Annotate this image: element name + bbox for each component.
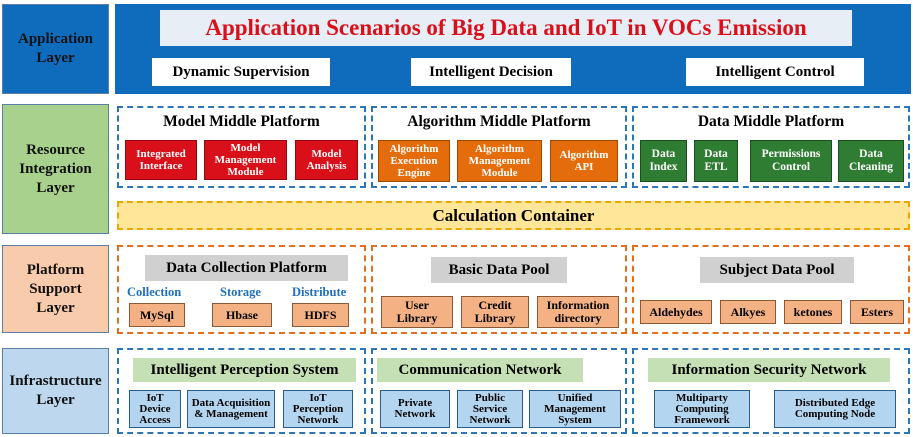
communication-network: Communication Network Private Network Pu… bbox=[371, 348, 627, 434]
intelligent-perception-system: Intelligent Perception System IoT Device… bbox=[117, 348, 366, 434]
data-middle-platform: Data Middle Platform Data Index Data ETL… bbox=[632, 106, 910, 188]
algorithm-platform-title: Algorithm Middle Platform bbox=[407, 113, 591, 130]
application-layer-label: Application Layer bbox=[2, 4, 109, 94]
basic-data-pool: Basic Data Pool User Library Credit Libr… bbox=[371, 245, 627, 334]
credit-library-box: Credit Library bbox=[461, 296, 529, 328]
information-security-network: Information Security Network Multiparty … bbox=[632, 348, 910, 434]
subject-data-pool: Subject Data Pool Aldehydes Alkyes keton… bbox=[632, 245, 910, 334]
app-item-intelligent-control: Intelligent Control bbox=[686, 58, 864, 86]
unified-management-system-box: Unified Management System bbox=[529, 390, 621, 428]
hbase-box: Hbase bbox=[212, 303, 272, 327]
model-platform-title: Model Middle Platform bbox=[163, 113, 320, 130]
iot-device-access-box: IoT Device Access bbox=[129, 390, 181, 428]
basic-data-pool-title: Basic Data Pool bbox=[431, 257, 567, 283]
perception-title: Intelligent Perception System bbox=[133, 358, 356, 382]
application-title-box: Application Scenarios of Big Data and Io… bbox=[160, 10, 852, 46]
model-analysis-box: Model Analysis bbox=[295, 140, 358, 180]
data-platform-title: Data Middle Platform bbox=[697, 113, 845, 130]
data-acquisition-management-box: Data Acquisition & Management bbox=[187, 390, 275, 428]
alkyes-box: Alkyes bbox=[720, 300, 776, 324]
algorithm-api-box: Algorithm API bbox=[550, 140, 618, 182]
application-layer-text: Application Layer bbox=[17, 31, 93, 66]
data-etl-box: Data ETL bbox=[694, 140, 738, 182]
aldehydes-box: Aldehydes bbox=[640, 300, 712, 324]
user-library-box: User Library bbox=[381, 296, 453, 328]
resource-layer-label: Resource Integration Layer bbox=[2, 104, 109, 234]
ketones-box: ketones bbox=[784, 300, 842, 324]
model-middle-platform: Model Middle Platform Integrated Interfa… bbox=[117, 106, 366, 188]
app-item-dynamic-supervision: Dynamic Supervision bbox=[152, 58, 330, 86]
algorithm-execution-engine-box: Algorithm Execution Engine bbox=[378, 140, 450, 182]
data-index-box: Data Index bbox=[640, 140, 687, 182]
algorithm-middle-platform: Algorithm Middle Platform Algorithm Exec… bbox=[371, 106, 627, 188]
application-title: Application Scenarios of Big Data and Io… bbox=[205, 15, 807, 40]
distributed-edge-computing-node-box: Distributed Edge Computing Node bbox=[774, 390, 896, 428]
private-network-box: Private Network bbox=[380, 390, 450, 428]
platform-layer-label: Platform Support Layer bbox=[2, 245, 109, 333]
multiparty-computing-framework-box: Multiparty Computing Framework bbox=[654, 390, 750, 428]
communication-title: Communication Network bbox=[377, 358, 583, 382]
public-service-network-box: Public Service Network bbox=[457, 390, 523, 428]
infrastructure-layer-label: Infrastructure Layer bbox=[2, 348, 109, 434]
model-management-module-box: Model Management Module bbox=[204, 140, 287, 180]
security-title: Information Security Network bbox=[648, 358, 890, 382]
mysql-box: MySql bbox=[129, 303, 185, 327]
hdfs-box: HDFS bbox=[292, 303, 349, 327]
collection-label: Collection bbox=[127, 285, 182, 299]
data-collection-platform: Data Collection Platform Collection Stor… bbox=[117, 245, 366, 334]
storage-label: Storage bbox=[220, 285, 261, 299]
permissions-control-box: Permissions Control bbox=[750, 140, 832, 182]
information-directory-box: Information directory bbox=[537, 296, 619, 328]
calculation-container: Calculation Container bbox=[117, 201, 910, 230]
integrated-interface-box: Integrated Interface bbox=[125, 140, 197, 180]
subject-data-pool-title: Subject Data Pool bbox=[700, 257, 854, 283]
app-item-intelligent-decision: Intelligent Decision bbox=[411, 58, 571, 86]
esters-box: Esters bbox=[850, 300, 904, 324]
iot-perception-network-box: IoT Perception Network bbox=[283, 390, 353, 428]
data-cleaning-box: Data Cleaning bbox=[838, 140, 904, 182]
data-collection-title: Data Collection Platform bbox=[145, 255, 348, 281]
distribute-label: Distribute bbox=[292, 285, 347, 299]
algorithm-management-module-box: Algorithm Management Module bbox=[457, 140, 542, 182]
